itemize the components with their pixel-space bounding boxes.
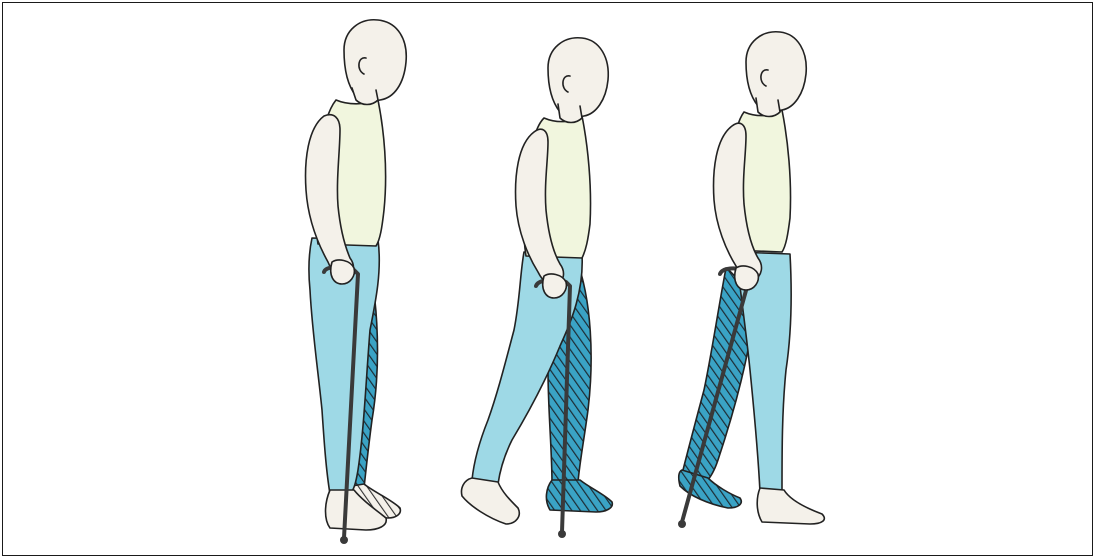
figure-3-cane-tip <box>678 520 686 528</box>
figure-3-head <box>746 32 806 111</box>
figure-2-cane-tip <box>558 530 566 538</box>
figure-3-advancing <box>678 32 824 528</box>
figure-2-front-foot <box>461 478 519 524</box>
figure-2-back-foot <box>546 480 612 512</box>
figure-1-hand <box>331 260 355 284</box>
figure-3-front-foot <box>757 488 824 524</box>
figure-2-hand <box>543 274 567 298</box>
figure-1-standing <box>306 20 407 544</box>
figure-3-hand <box>735 266 759 290</box>
figure-2-head <box>548 38 608 117</box>
figure-1-cane-tip <box>340 536 348 544</box>
figure-2-stepping <box>461 38 612 538</box>
